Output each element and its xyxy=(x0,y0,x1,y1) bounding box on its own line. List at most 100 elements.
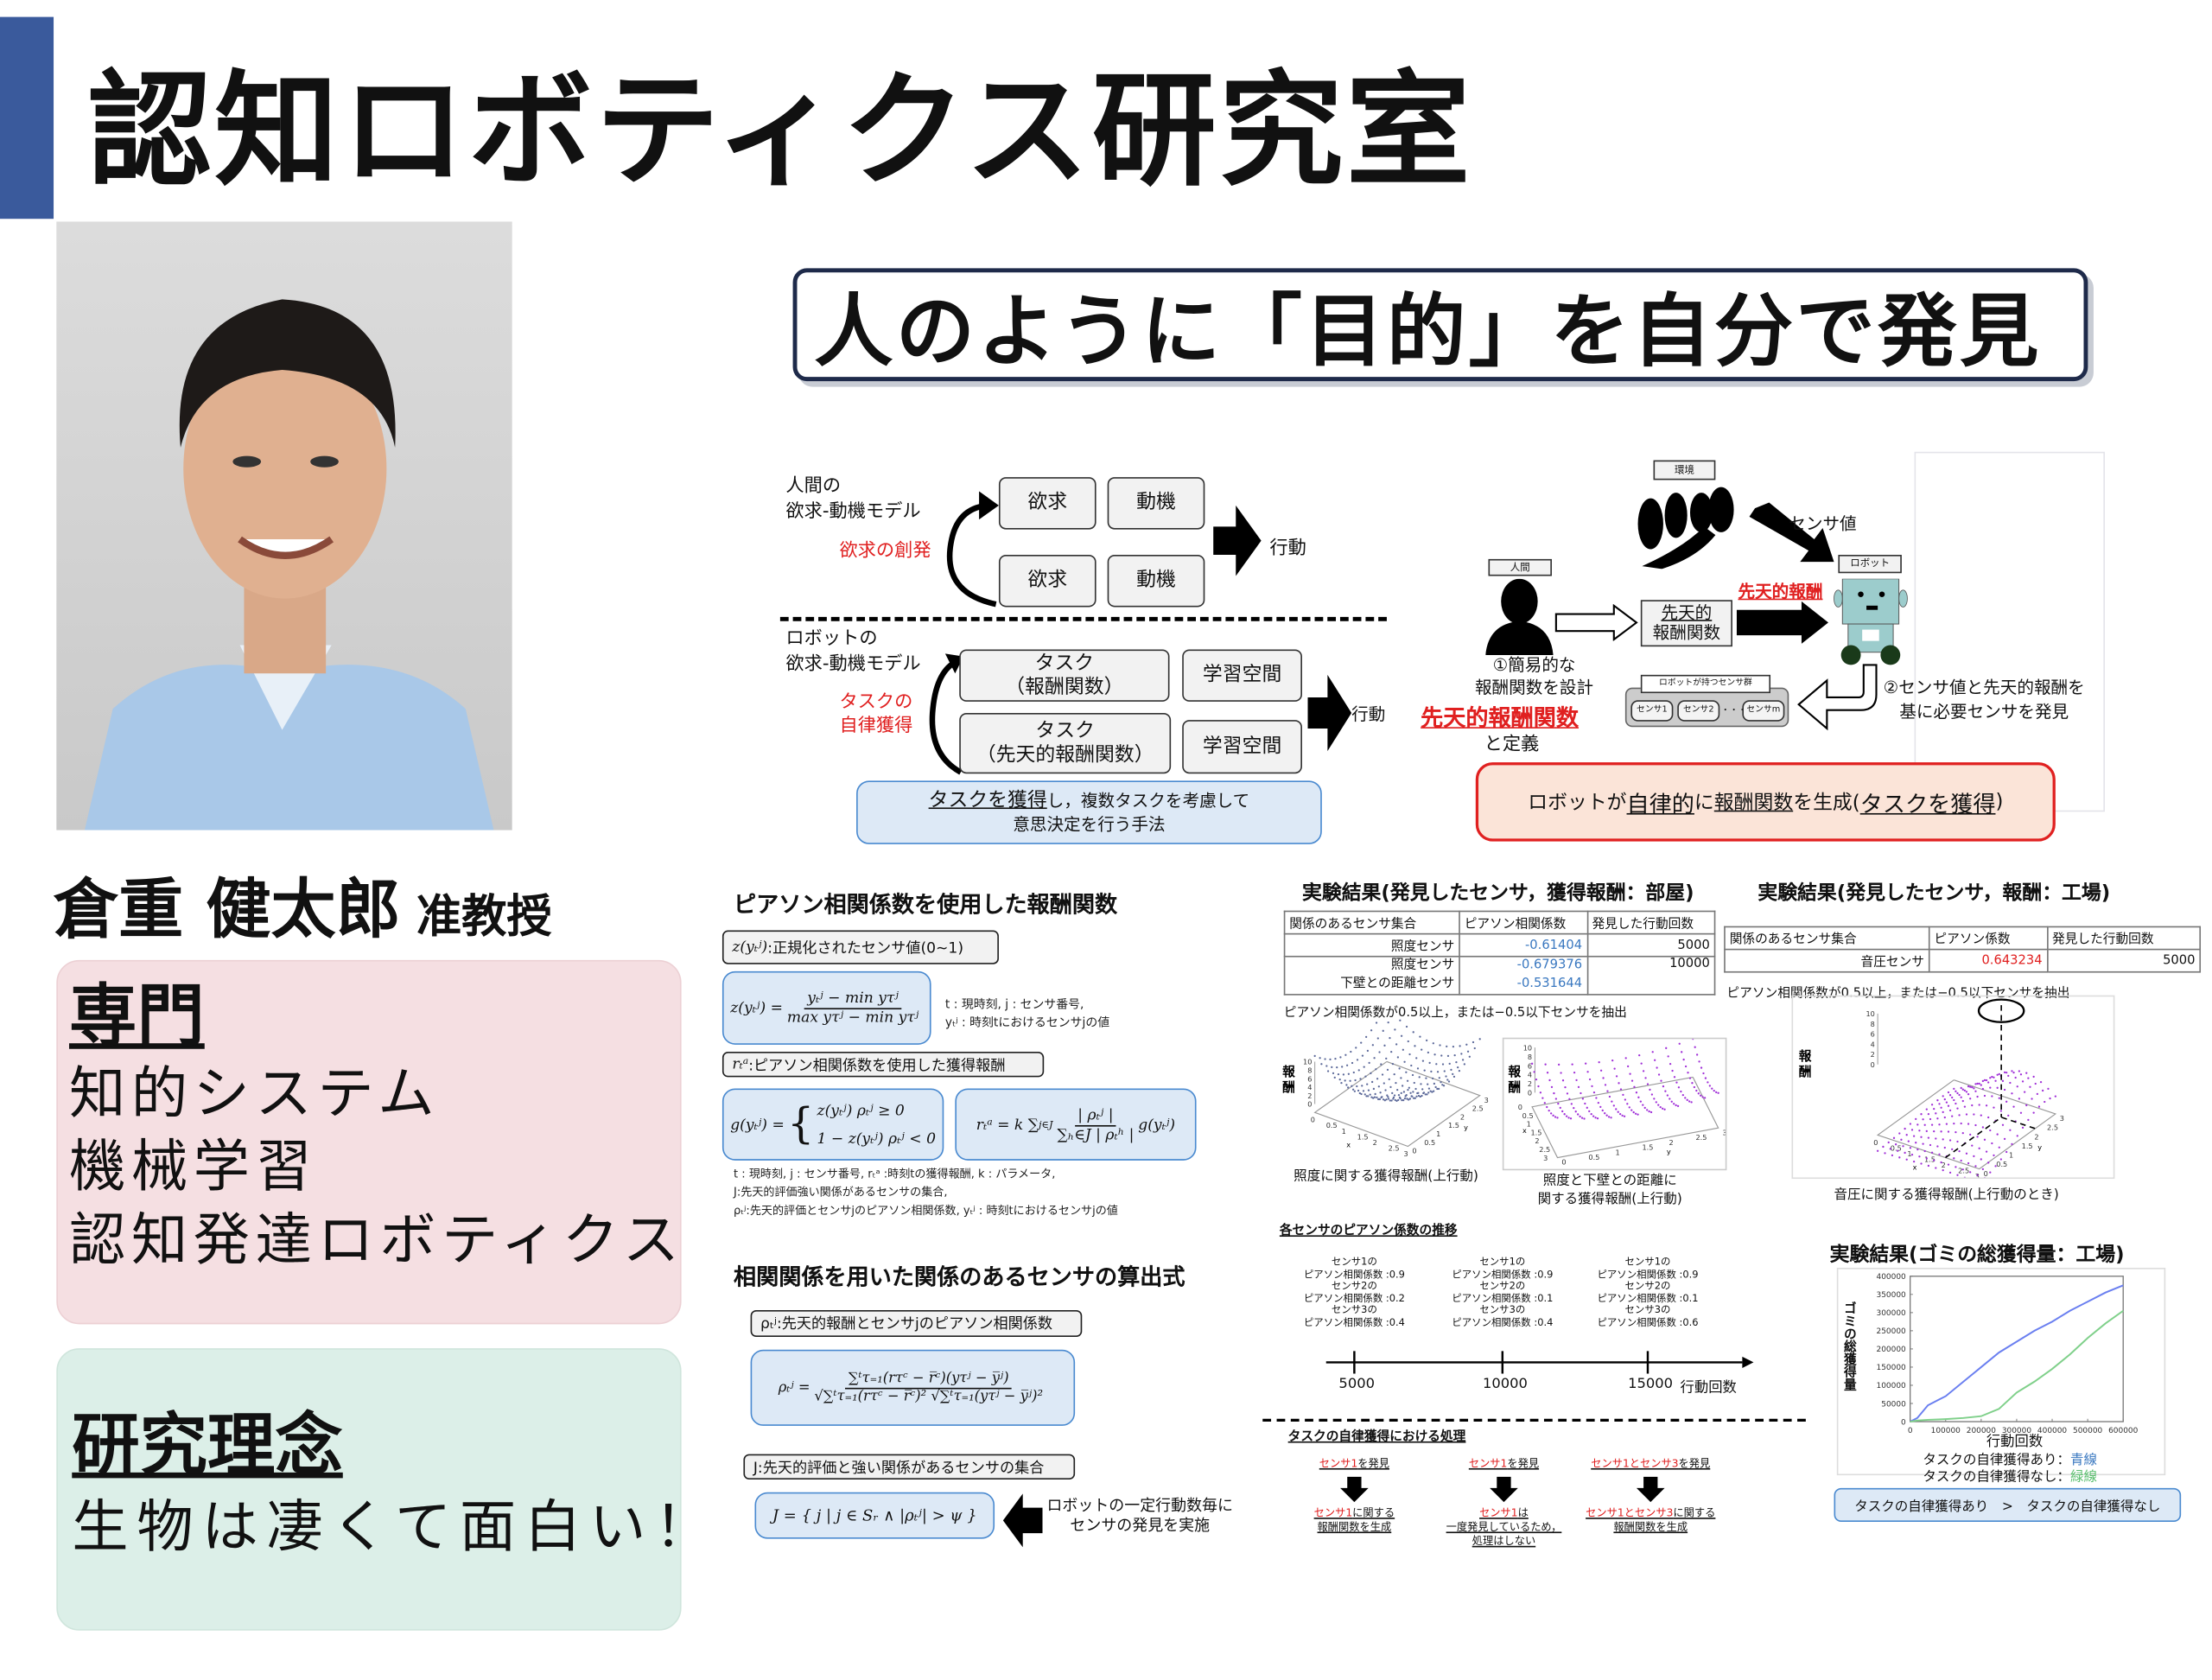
surface-point xyxy=(1892,1136,1896,1139)
surface-point xyxy=(1956,1107,1959,1110)
surface-point xyxy=(1929,1117,1932,1121)
surface-point xyxy=(1978,1104,1980,1106)
surface-point xyxy=(1400,1077,1402,1079)
surface-point xyxy=(1644,1077,1647,1079)
surface-point xyxy=(1677,1086,1681,1089)
surface-point xyxy=(1963,1176,1966,1178)
surface-point xyxy=(1933,1159,1936,1161)
surface-point xyxy=(1416,1067,1420,1070)
x-tick-label: 1 xyxy=(1342,1127,1346,1136)
garbage-line-chart: 0500001000001500002000002500003000003500… xyxy=(1877,1273,2139,1435)
surface-point xyxy=(1715,1091,1718,1093)
surface-point xyxy=(1446,1054,1450,1057)
surface-point xyxy=(1367,1095,1370,1098)
surface-point xyxy=(1930,1123,1934,1126)
surface-point xyxy=(1565,1115,1568,1117)
surface-point xyxy=(1981,1168,1985,1171)
sensor-highlight: センサ1 xyxy=(1468,1456,1508,1470)
x-tick-label: 3 xyxy=(1404,1149,1408,1158)
surface-point xyxy=(1423,1069,1426,1072)
surface-point xyxy=(1657,1104,1660,1106)
surface-point xyxy=(1452,1072,1454,1075)
formula-tail: g(yₜʲ) xyxy=(1138,1116,1176,1133)
person-illustration xyxy=(84,299,494,830)
surface-point xyxy=(1963,1105,1967,1108)
timeline-line: ピアソン相関係数 :0.2 xyxy=(1303,1293,1405,1305)
surface-point xyxy=(1656,1066,1658,1069)
surface-point xyxy=(1702,1072,1705,1075)
surface-point xyxy=(1352,1071,1355,1074)
surface-point xyxy=(1376,1096,1378,1099)
label-line: タスクの xyxy=(839,691,913,713)
surface-point xyxy=(1351,1061,1354,1065)
surface-point xyxy=(1686,1098,1688,1101)
action-label: 行動 xyxy=(1269,538,1306,559)
surface-point xyxy=(1361,1054,1364,1057)
surface-point xyxy=(1389,1036,1391,1040)
surface-point xyxy=(1940,1130,1942,1133)
z-tick-label: 0 xyxy=(1871,1060,1875,1069)
column-header: ピアソン係数 xyxy=(1928,926,2049,951)
coef-value: -0.531644 xyxy=(1516,977,1583,991)
surface-point xyxy=(1969,1085,1972,1088)
surface-point xyxy=(1431,1091,1433,1093)
surface-point xyxy=(1530,1062,1534,1065)
section-heading: 相関関係を用いた関係のあるセンサの算出式 xyxy=(734,1263,1185,1291)
timeline-line: センサ2の xyxy=(1479,1280,1526,1293)
surface-point xyxy=(1421,1048,1423,1051)
surface-point xyxy=(1442,1085,1446,1087)
surface-point xyxy=(1326,1070,1330,1072)
surface-point xyxy=(1420,1083,1422,1085)
column-header: 関係のあるセンサ集合 xyxy=(1724,926,1930,951)
y-tick-label: 2 xyxy=(2034,1132,2038,1141)
surface-point xyxy=(2001,1079,2005,1082)
y-tick-label: 250000 xyxy=(1877,1327,1907,1336)
surface-point xyxy=(1920,1136,1923,1138)
surface-point xyxy=(1958,1114,1961,1117)
surface-point xyxy=(1604,1084,1607,1086)
z-tick-label: 6 xyxy=(1307,1074,1312,1083)
z-tick-label: 4 xyxy=(1528,1071,1532,1079)
surface-point xyxy=(1943,1098,1946,1101)
surface-point xyxy=(1452,1045,1455,1048)
surface-point xyxy=(1951,1148,1954,1151)
z-tick-label: 4 xyxy=(1307,1083,1312,1091)
x-tick-label: 0 xyxy=(1311,1116,1315,1124)
chart-ylabel: ゴミの総獲得量 xyxy=(1840,1301,1856,1391)
surface-point xyxy=(1391,1062,1395,1066)
legend-color-word: 青線 xyxy=(2070,1452,2098,1468)
y-axis-label: y xyxy=(2037,1143,2042,1152)
surface-point xyxy=(2005,1071,2008,1074)
surface-point xyxy=(1405,1093,1408,1097)
surface-point xyxy=(1909,1147,1912,1149)
surface-point xyxy=(1951,1115,1954,1117)
surface-point xyxy=(1898,1156,1901,1159)
surface-point xyxy=(1362,1090,1365,1092)
x-tick-label: 1.5 xyxy=(1357,1132,1369,1141)
step-bottom: センサ1とセンサ3に関する xyxy=(1566,1506,1735,1520)
y-tick-label: 200000 xyxy=(1877,1346,1907,1354)
surface-point xyxy=(1599,1105,1602,1109)
surface-point xyxy=(1535,1078,1538,1081)
surface-point xyxy=(1920,1113,1923,1116)
curved-hollow-arrow-icon xyxy=(1797,664,1878,731)
surface-point xyxy=(1998,1097,2000,1099)
surface-point xyxy=(1389,1085,1392,1088)
y-tick-label: 1 xyxy=(2009,1151,2013,1160)
surface-point xyxy=(1936,1145,1939,1148)
surface-point xyxy=(2003,1137,2006,1141)
task-innate-reward-box: タスク（先天的報酬関数） xyxy=(959,712,1172,774)
y-tick-label: 1.5 xyxy=(1448,1121,1459,1130)
surface-point xyxy=(1704,1077,1707,1079)
surface-point xyxy=(1978,1147,1980,1149)
surface-point xyxy=(1406,1079,1409,1082)
surface-point xyxy=(1925,1108,1928,1110)
x-axis-label: x xyxy=(1913,1163,1917,1172)
x-tick-label: 500000 xyxy=(2073,1427,2103,1435)
surface-point xyxy=(1989,1129,1992,1132)
surface-point xyxy=(1413,1081,1415,1085)
surface-point xyxy=(1533,1071,1535,1073)
